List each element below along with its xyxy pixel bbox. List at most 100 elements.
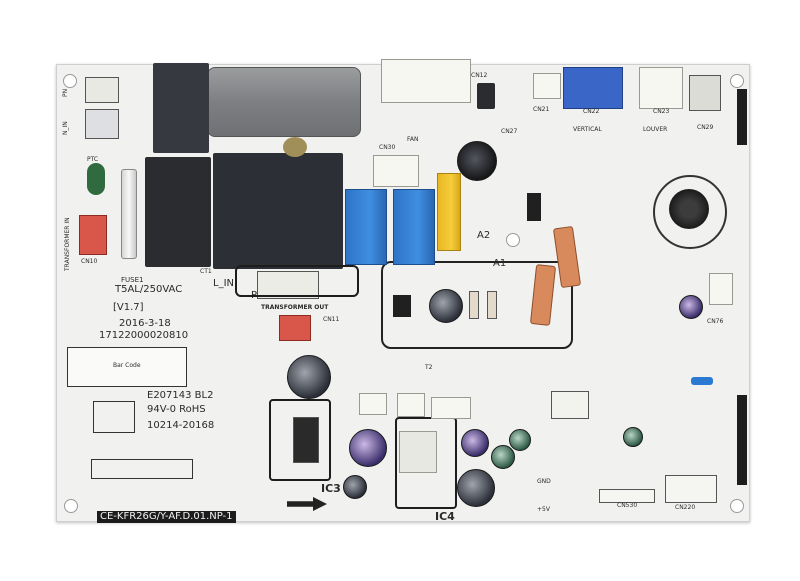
label-gnd: GND: [537, 478, 551, 485]
trace-outline-4: [395, 417, 457, 509]
label-date: 2016-3-18: [119, 318, 171, 329]
label-serial: 17122000020810: [99, 330, 189, 341]
pcb-board: PN N_IN PTC CN10 TRANSFORMER IN CT1 FUSE…: [56, 59, 750, 523]
grey-film-capacitor: [207, 67, 361, 137]
capacitor-small-lower: [343, 475, 367, 499]
connector-cn10: [79, 215, 107, 255]
label-t2: T2: [425, 364, 433, 371]
relay-tower: [153, 63, 209, 153]
label-cn530: CN530: [617, 502, 638, 509]
buzzer-ring: [653, 175, 727, 249]
label-transformer-out: TRANSFORMER OUT: [261, 304, 329, 311]
transformer-left: [145, 157, 211, 267]
label-a1: A1: [493, 253, 506, 271]
label-a2-text: A2: [477, 230, 491, 241]
trace-outline-3: [269, 399, 331, 481]
connector-cn15: [397, 393, 425, 417]
mounting-hole: [506, 233, 520, 247]
connector-cn14: [359, 393, 387, 415]
recycle-shapes: [91, 459, 193, 479]
label-fuse: FUSE1: [121, 276, 144, 284]
diode-mid-2: [487, 291, 497, 319]
connector-cn21: [533, 73, 561, 99]
label-cn27: CN27: [501, 128, 518, 135]
connector-pl: [257, 271, 319, 299]
fuse: [121, 169, 137, 259]
edge-strip-lower: [737, 395, 747, 485]
label-cn23: CN23: [653, 108, 670, 115]
edge-strip: [737, 89, 747, 145]
label-cn29: CN29: [697, 124, 714, 131]
label-cn76: CN76: [707, 318, 724, 325]
label-vertical: VERTICAL: [573, 126, 602, 133]
mounting-hole: [730, 499, 744, 513]
label-ptc: PTC: [87, 156, 99, 163]
connector-cn16: [431, 397, 471, 419]
large-capacitor: [287, 355, 331, 399]
yellow-capacitor: [437, 173, 461, 251]
capacitor-right: [679, 295, 703, 319]
capacitor-lower-left: [349, 429, 387, 467]
label-n-in: N_IN: [62, 121, 69, 135]
label-cn30: CN30: [379, 144, 396, 151]
label-flame: 94V-0 RoHS: [147, 404, 206, 415]
label-model: CE-KFR26G/Y-AF.D.01.NP-1: [97, 511, 236, 523]
connector-cn30: [373, 155, 419, 187]
label-cn21: CN21: [533, 106, 550, 113]
transistor-mid: [393, 295, 411, 317]
bridge-rectifier: [293, 417, 319, 463]
small-component: [477, 83, 495, 109]
label-ul: E207143 BL2: [147, 390, 214, 401]
label-ic3: IC3: [321, 482, 341, 495]
trace-outline-2: [381, 261, 573, 349]
label-plus5v: +5V: [537, 506, 550, 513]
resistor-array: [551, 391, 589, 419]
capacitor-ic4-1: [461, 429, 489, 457]
ptc-thermistor: [87, 163, 105, 195]
label-cn22: CN22: [583, 108, 600, 115]
label-cn11: CN11: [323, 316, 340, 323]
label-fuse-rating: T5AL/250VAC: [115, 284, 183, 295]
connector-fan: [381, 59, 471, 103]
blue-capacitor-1: [345, 189, 387, 265]
inductor: [457, 141, 497, 181]
capacitor-ic4-4: [457, 469, 495, 507]
buzzer: [669, 189, 709, 229]
transformer-main: [213, 153, 343, 269]
connector-cn530: [599, 489, 655, 503]
mounting-hole: [63, 74, 77, 88]
label-a2: A2: [477, 225, 490, 243]
relay-sensor: [527, 193, 541, 221]
mounting-hole: [64, 499, 78, 513]
label-cn220: CN220: [675, 504, 696, 511]
diode-mid: [469, 291, 479, 319]
mounting-hole: [730, 74, 744, 88]
label-transformer-in: TRANSFORMER IN: [64, 217, 71, 271]
connector-cn76: [709, 273, 733, 305]
blue-capacitor-2: [393, 189, 435, 265]
label-ic4: IC4: [435, 510, 455, 523]
connector-cn11: [279, 315, 311, 341]
label-l-in: L_IN: [213, 278, 235, 289]
label-a1-text: A1: [493, 258, 507, 269]
label-ct1: CT1: [200, 268, 212, 275]
capacitor-ic4-2: [491, 445, 515, 469]
blue-resistor: [691, 377, 713, 385]
electrolytic-capacitor-mid: [429, 289, 463, 323]
label-cn12: CN12: [471, 72, 488, 79]
connector-ic4: [399, 431, 437, 473]
connector-vertical: [563, 67, 623, 109]
barcode-box: [67, 347, 187, 387]
cert-box: [93, 401, 135, 433]
label-barcode: Bar Code: [113, 362, 141, 369]
label-louver: LOUVER: [643, 126, 668, 133]
label-cn10: CN10: [81, 258, 98, 265]
connector-cn220: [665, 475, 717, 503]
label-pn: PN: [62, 88, 69, 97]
terminal-n-in: [85, 109, 119, 139]
arrow-mark: [287, 497, 327, 511]
terminal-n: [85, 77, 119, 103]
capacitor-ic4-3: [509, 429, 531, 451]
label-version: [V1.7]: [113, 302, 144, 313]
label-fan: FAN: [407, 136, 419, 143]
